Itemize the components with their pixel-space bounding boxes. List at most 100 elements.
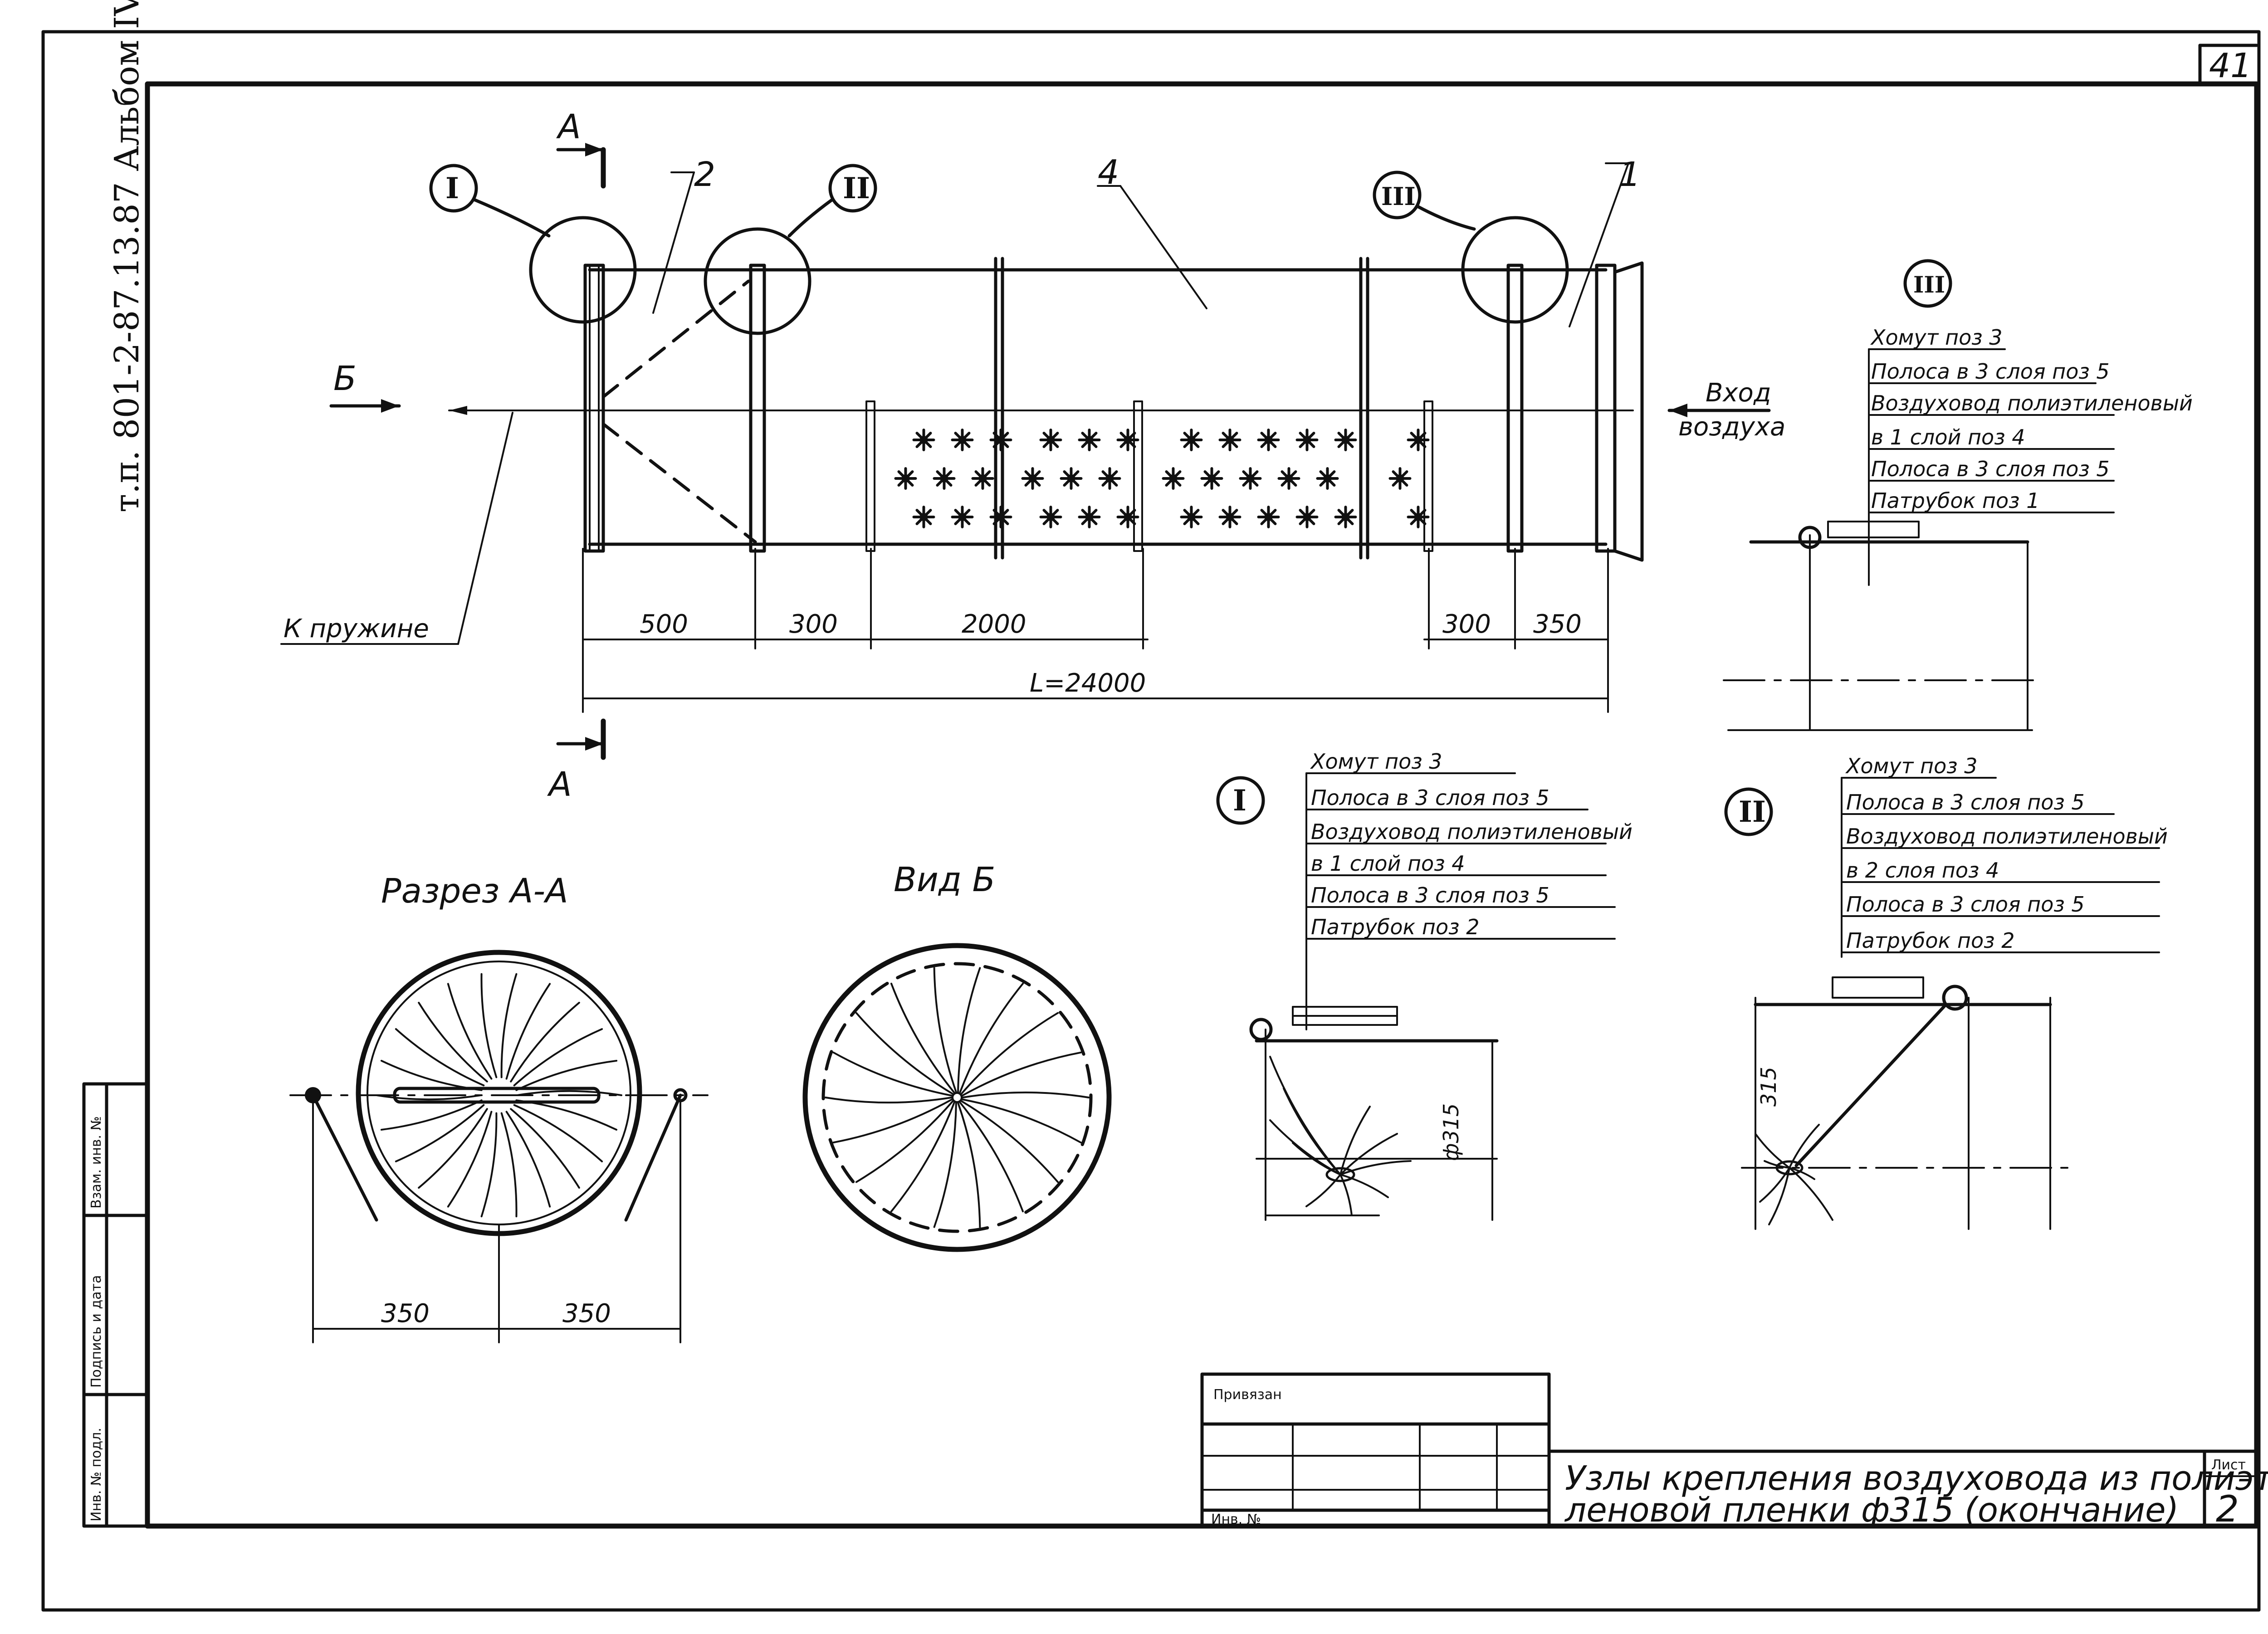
detail-2-note-6: Патрубок поз 2	[1846, 928, 2014, 953]
dim-500: 500	[640, 610, 688, 639]
fold-line	[395, 1104, 485, 1162]
fiber-dot	[1187, 513, 1196, 521]
dim-2000: 2000	[962, 610, 1026, 639]
fold-line	[447, 983, 493, 1080]
callout-2: II	[843, 171, 870, 205]
title-line-1: Узлы крепления воздуховода из полиэти-	[1565, 1459, 2268, 1498]
fold-line	[1339, 1174, 1389, 1198]
detail-2-diameter: 315	[1756, 1067, 1781, 1107]
detail-3	[1723, 259, 2115, 731]
section-aa-dim-left: 350	[381, 1299, 430, 1328]
fiber-dot	[1067, 474, 1075, 483]
fold-line	[1759, 1167, 1790, 1203]
detail-2-note-1: Хомут поз 3	[1845, 754, 1978, 778]
fiber-dot	[1285, 474, 1293, 483]
fold-line	[380, 1099, 483, 1131]
fold-line	[510, 1108, 580, 1189]
callout-3: III	[1381, 182, 1416, 211]
total-length: L=24000	[1030, 668, 1146, 698]
section-aa-title: Разрез А-А	[381, 872, 568, 911]
section-aa	[289, 950, 709, 1343]
fold-line	[960, 1012, 1059, 1095]
fold-line	[959, 982, 1024, 1094]
fiber-dot	[1341, 513, 1350, 521]
detail-2-note-2: Полоса в 3 слоя поз 5	[1846, 790, 2085, 815]
detail-3-note-4: в 1 слой поз 4	[1871, 425, 2025, 449]
detail-2-bubble	[1724, 787, 1773, 836]
dim-300-left: 300	[789, 610, 838, 639]
fold-line	[480, 1112, 498, 1218]
fold-line	[959, 1101, 1024, 1213]
dim-350: 350	[1533, 610, 1582, 639]
detail-1-note-5: Полоса в 3 слоя поз 5	[1311, 883, 1549, 907]
position-2-label: 2	[694, 155, 715, 194]
fold-line	[513, 1028, 603, 1087]
fold-line	[1789, 1124, 1820, 1169]
fiber-dot	[1124, 513, 1132, 521]
fold-line	[1768, 1167, 1790, 1225]
detail-1-diameter: ф315	[1439, 1103, 1463, 1161]
side-stamp-col2: Подпись и дата	[88, 1275, 104, 1388]
air-inlet-line1: Вход	[1706, 378, 1771, 408]
fiber-dot	[901, 474, 910, 483]
fold-line	[962, 1091, 1090, 1098]
fiber-dot	[1226, 436, 1234, 444]
fold-line	[1339, 1106, 1371, 1176]
fiber-dot	[1207, 474, 1216, 483]
detail-1	[1216, 772, 1616, 1221]
title-block	[1200, 1372, 2258, 1528]
side-stamp-col3: Взам. инв. №	[88, 1116, 104, 1209]
callout-1: I	[445, 171, 459, 205]
fiber-dot	[919, 436, 928, 444]
fiber-dot	[1169, 474, 1178, 483]
duct-side-view	[448, 216, 1644, 562]
fiber-dot	[1414, 513, 1422, 521]
detail-1-note-3: Воздуховод полиэтиленовый	[1311, 819, 1633, 844]
fold-line	[832, 1098, 953, 1144]
callout-1-bubble	[429, 164, 478, 213]
detail-1-note-2: Полоса в 3 слоя поз 5	[1311, 785, 1549, 810]
section-mark-bottom: А	[547, 765, 572, 804]
fold-line	[855, 1012, 954, 1095]
detail-3-callout: III	[1913, 271, 1945, 298]
fiber-dot	[958, 513, 967, 521]
fold-line	[505, 1111, 551, 1208]
main-callouts	[429, 162, 1629, 327]
fold-line	[510, 1001, 580, 1083]
detail-3-note-1: Хомут поз 3	[1870, 325, 2003, 350]
fiber-dot	[1303, 513, 1311, 521]
detail-3-note-6: Патрубок поз 1	[1871, 488, 2039, 513]
fiber-dot	[1028, 474, 1037, 483]
fold-line	[1292, 1142, 1341, 1176]
spring-label: К пружине	[284, 614, 429, 644]
fold-line	[480, 973, 498, 1078]
fiber-dot	[997, 436, 1005, 444]
position-1-label: 1	[1619, 155, 1641, 194]
fiber-dot	[940, 474, 948, 483]
section-marks	[556, 143, 606, 760]
fiber-dot	[1124, 436, 1132, 444]
fiber-dot	[1105, 474, 1114, 483]
section-aa-dim-right: 350	[562, 1299, 611, 1328]
inv-label: Инв. №	[1211, 1512, 1261, 1527]
fold-line	[1789, 1167, 1833, 1221]
page-number: 41	[2209, 46, 2252, 85]
detail-1-note-4: в 1 слой поз 4	[1311, 851, 1465, 876]
fold-line	[957, 967, 981, 1093]
fold-line	[395, 1028, 485, 1087]
fold-line	[513, 1104, 603, 1162]
fold-line	[376, 1094, 482, 1101]
tie-knot	[1775, 1160, 1804, 1176]
sheet-label: Лист	[2211, 1457, 2246, 1473]
section-mark-top: А	[556, 107, 581, 146]
view-b	[802, 943, 1112, 1252]
fiber-dot	[997, 513, 1005, 521]
detail-3-note-5: Полоса в 3 слоя поз 5	[1871, 457, 2110, 481]
fiber-dot	[1226, 513, 1234, 521]
fold-line	[418, 1001, 488, 1083]
fold-line	[1269, 1056, 1341, 1176]
callout-3-bubble	[1373, 171, 1422, 219]
main-dimensions	[582, 548, 1609, 713]
fiber-dot	[919, 513, 928, 521]
